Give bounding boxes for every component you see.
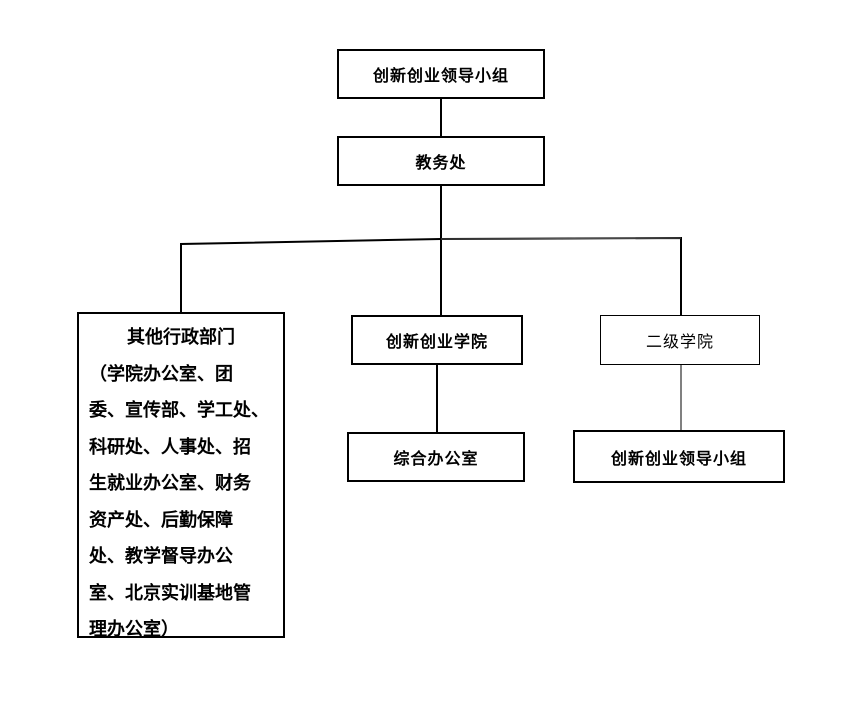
node-innovation-college: 创新创业学院 bbox=[351, 315, 523, 365]
node-label: 创新创业领导小组 bbox=[372, 66, 509, 85]
node-secondary-leading-group: 创新创业领导小组 bbox=[573, 430, 785, 483]
node-text-line: （学院办公室、团 bbox=[89, 363, 233, 385]
node-label: 教务处 bbox=[415, 153, 467, 172]
node-label: 综合办公室 bbox=[393, 449, 479, 468]
node-label: 创新创业学院 bbox=[385, 332, 488, 351]
node-label: 二级学院 bbox=[645, 332, 714, 351]
node-text-line: 委、宣传部、学工处、 bbox=[89, 400, 269, 421]
node-academic-affairs-office: 教务处 bbox=[337, 136, 545, 186]
node-text-line: 科研处、人事处、招 bbox=[89, 436, 251, 458]
node-text-line: 理办公室） bbox=[89, 619, 179, 640]
node-other-admin-departments: 其他行政部门 （学院办公室、团 委、宣传部、学工处、 科研处、人事处、招 生就业… bbox=[77, 312, 285, 640]
node-general-office: 综合办公室 bbox=[347, 432, 525, 482]
node-text-line: 生就业办公室、财务 bbox=[89, 473, 251, 494]
node-text-line: 资产处、后勤保障 bbox=[89, 509, 233, 531]
node-label: 创新创业领导小组 bbox=[610, 448, 747, 468]
node-secondary-college: 二级学院 bbox=[600, 315, 760, 365]
node-text-line: 处、教学督导办公 bbox=[89, 546, 233, 567]
node-title: 其他行政部门 bbox=[127, 327, 235, 348]
node-text-line: 室、北京实训基地管 bbox=[89, 582, 251, 604]
connector-horizontal-bus bbox=[180, 236, 682, 315]
node-innovation-leading-group: 创新创业领导小组 bbox=[337, 49, 545, 99]
connector-bus-right-thin bbox=[440, 237, 682, 240]
